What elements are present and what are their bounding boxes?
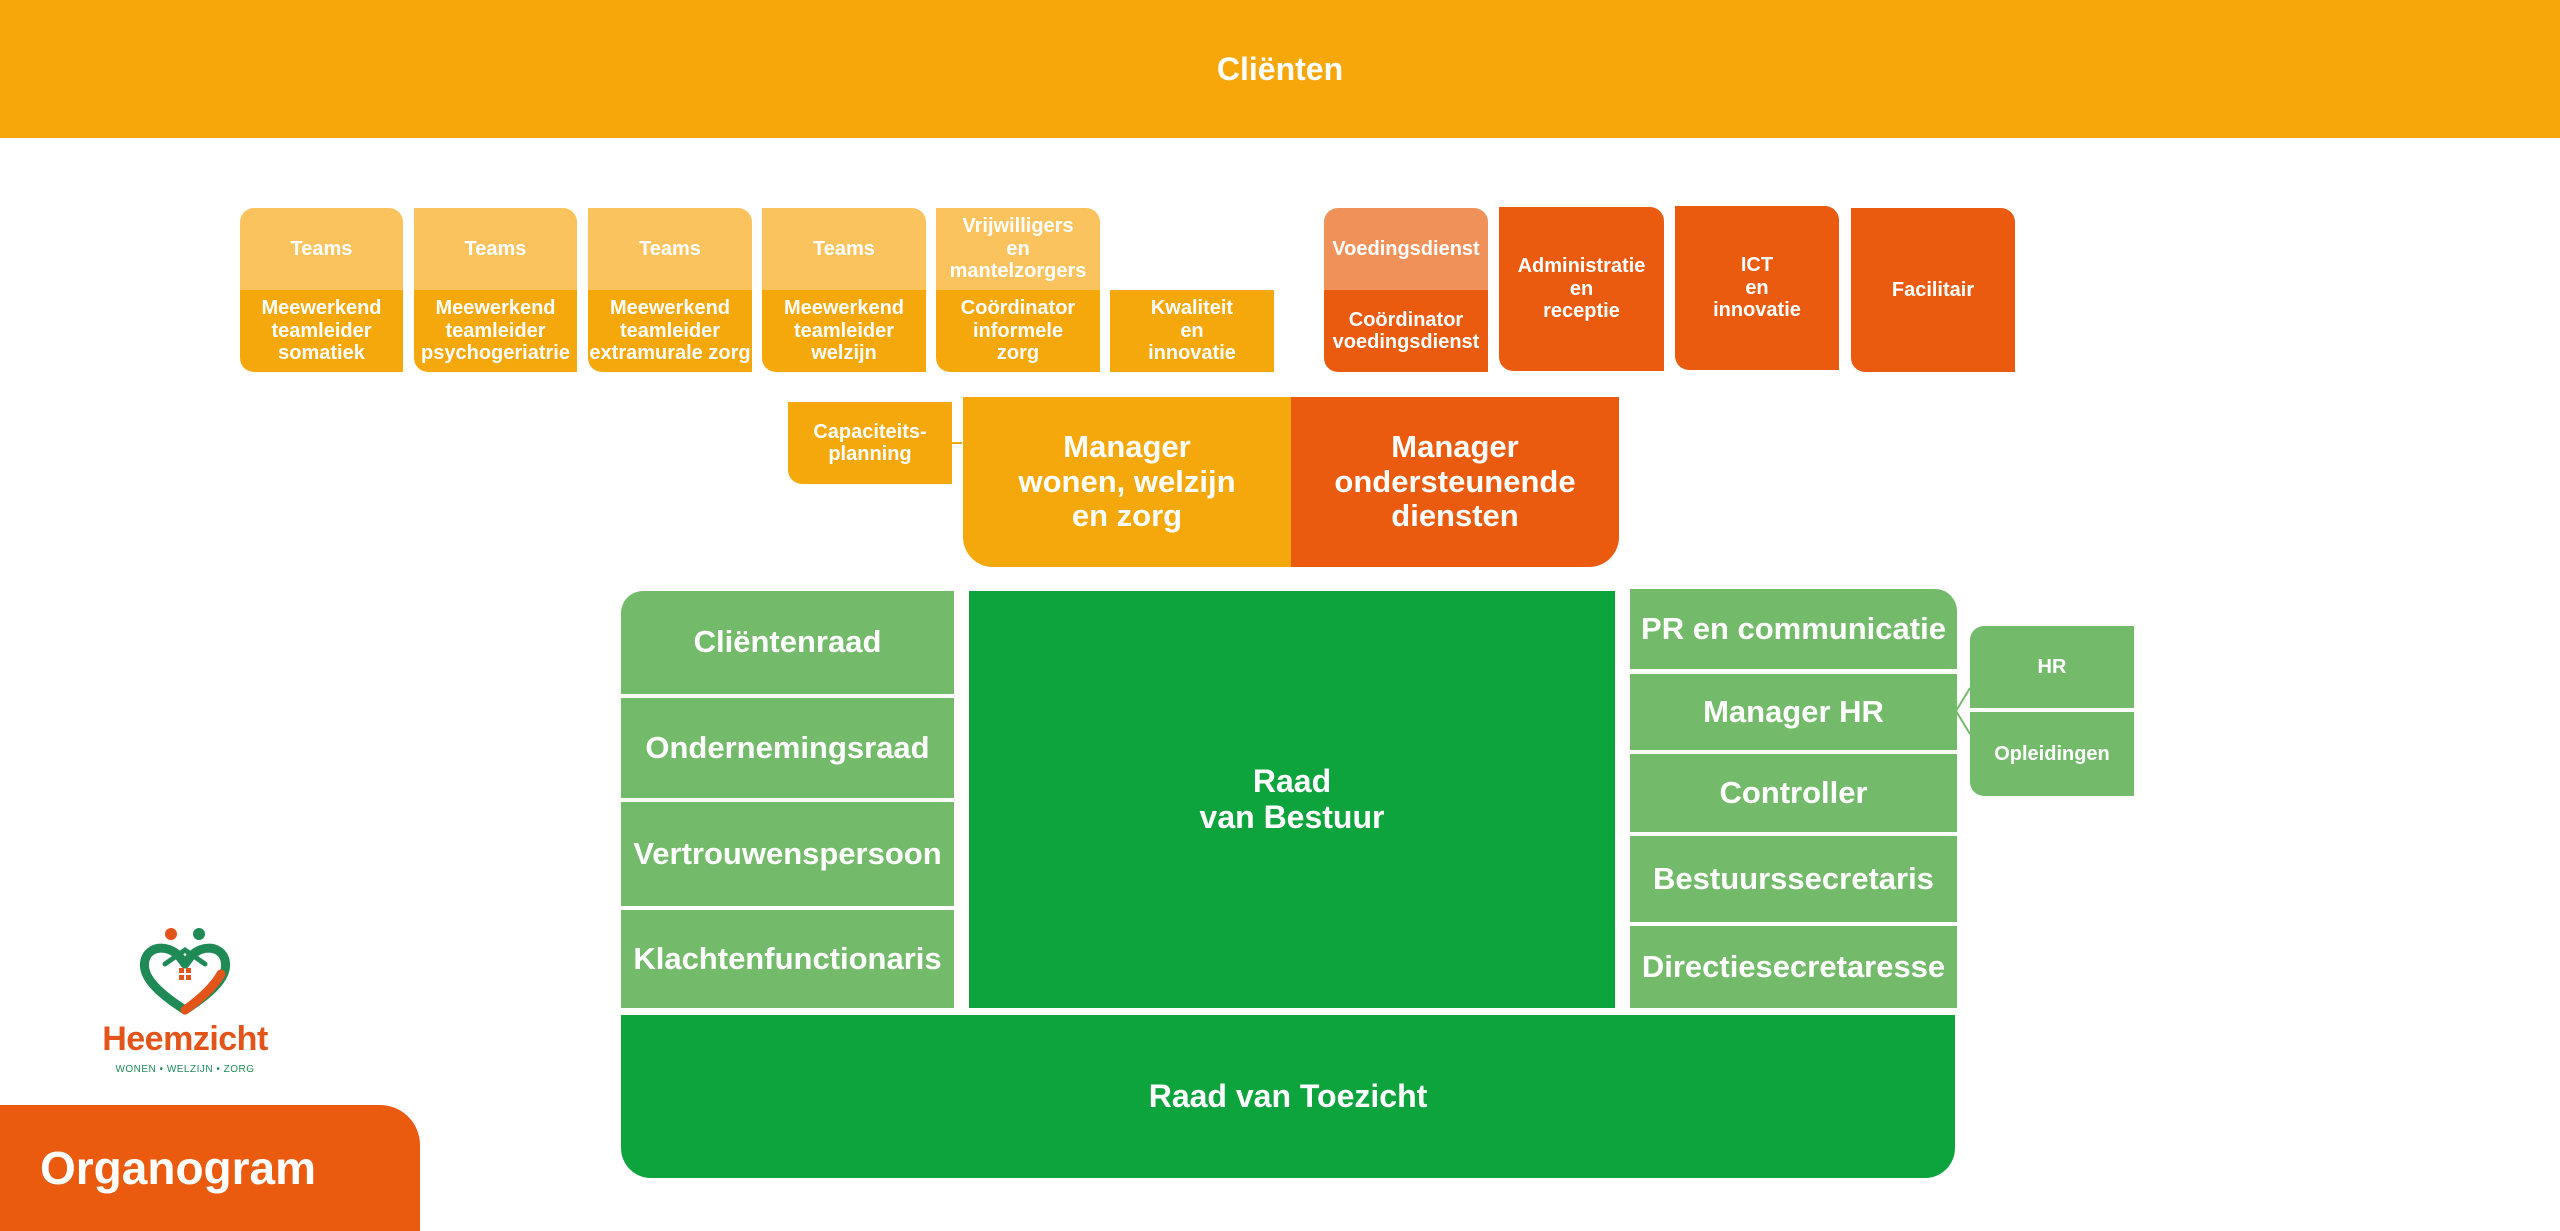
klachtenfunctionaris-box: Klachtenfunctionaris: [621, 910, 954, 1008]
directiesecretaresse-box: Directiesecretaresse: [1630, 926, 1957, 1008]
heemzicht-logo: [139, 928, 231, 1015]
team-box-welzijn-top: Teams: [762, 208, 926, 290]
capaciteit-connector: [952, 442, 962, 444]
team-box-somatiek-top: Teams: [240, 208, 403, 290]
team-box-extramurale-top: Teams: [588, 208, 752, 290]
kwaliteit-innovatie-box: Kwaliteit en innovatie: [1110, 290, 1274, 372]
logo-name: Heemzicht: [102, 1020, 268, 1058]
team-box-psychogeriatrie-leader: Meewerkend teamleider psychogeriatrie: [414, 290, 577, 372]
ict-innovatie-box: ICT en innovatie: [1675, 206, 1839, 370]
team-box-welzijn-leader: Meewerkend teamleider welzijn: [762, 290, 926, 372]
raad-van-bestuur-box: Raad van Bestuur: [969, 591, 1615, 1008]
raad-van-toezicht-box: Raad van Toezicht: [621, 1015, 1955, 1178]
controller-box: Controller: [1630, 754, 1957, 832]
ondernemingsraad-box: Ondernemingsraad: [621, 698, 954, 798]
team-box-psychogeriatrie-top: Teams: [414, 208, 577, 290]
vertrouwenspersoon-box: Vertrouwenspersoon: [621, 802, 954, 906]
coordinator-voedingsdienst-box: Coördinator voedingsdienst: [1324, 290, 1488, 372]
vrijwilligers-box: Vrijwilligers en mantelzorgers: [936, 208, 1100, 290]
manager-hr-box: Manager HR: [1630, 674, 1957, 750]
facilitair-box: Facilitair: [1851, 208, 2015, 372]
hr-box: HR: [1970, 626, 2134, 708]
clienten-header: Cliënten: [0, 0, 2560, 138]
team-box-extramurale-leader: Meewerkend teamleider extramurale zorg: [588, 290, 752, 372]
team-box-somatiek-leader: Meewerkend teamleider somatiek: [240, 290, 403, 372]
clientenraad-box: Cliëntenraad: [621, 591, 954, 694]
pr-communicatie-box: PR en communicatie: [1630, 589, 1957, 669]
bestuurssecretaris-box: Bestuurssecretaris: [1630, 836, 1957, 922]
organogram-label: Organogram: [0, 1105, 420, 1231]
heart-icon: [139, 928, 231, 1015]
opleidingen-box: Opleidingen: [1970, 712, 2134, 796]
logo-tagline: WONEN • WELZIJN • ZORG: [115, 1064, 255, 1075]
administratie-receptie-box: Administratie en receptie: [1499, 207, 1664, 371]
coordinator-informele-zorg-box: Coördinator informele zorg: [936, 290, 1100, 372]
capaciteitsplanning-box: Capaciteits- planning: [788, 402, 952, 484]
manager-wonen-welzijn-zorg-box: Manager wonen, welzijn en zorg: [963, 397, 1291, 567]
hr-connector: [1954, 687, 1971, 735]
voedingsdienst-box: Voedingsdienst: [1324, 208, 1488, 290]
manager-ondersteunende-diensten-box: Manager ondersteunende diensten: [1291, 397, 1619, 567]
